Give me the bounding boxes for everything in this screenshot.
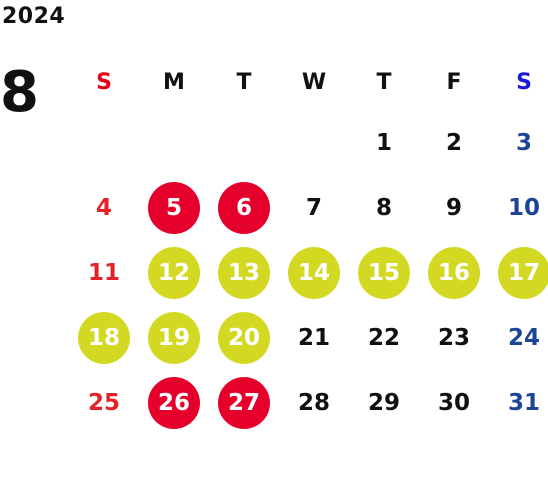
day-cell: 11 bbox=[69, 246, 139, 299]
day-number: 22 bbox=[367, 324, 400, 351]
day-cell-highlight-yellow: 15 bbox=[349, 246, 419, 299]
day-cell: 21 bbox=[279, 311, 349, 364]
day-number: 21 bbox=[297, 324, 330, 351]
day-cell: 31 bbox=[489, 376, 548, 429]
weekday-header-sunday: S bbox=[96, 69, 112, 95]
day-number: 19 bbox=[148, 311, 200, 364]
day-number: 6 bbox=[218, 181, 270, 234]
day-number: 9 bbox=[445, 194, 462, 221]
day-cell-highlight-yellow: 17 bbox=[489, 246, 548, 299]
day-cell-highlight-red: 6 bbox=[209, 181, 279, 234]
day-cell-highlight-red: 5 bbox=[139, 181, 209, 234]
day-number: 28 bbox=[297, 389, 330, 416]
day-cell: 9 bbox=[419, 181, 489, 234]
day-number: 5 bbox=[148, 181, 200, 234]
weekday-header-monday: M bbox=[163, 69, 185, 95]
day-number: 26 bbox=[148, 376, 200, 429]
day-number: 11 bbox=[87, 259, 120, 286]
day-cell: 30 bbox=[419, 376, 489, 429]
weekday-header-saturday: S bbox=[516, 69, 532, 95]
calendar-grid: S M T W T F S 1 2 3 4 5 6 7 8 9 10 11 12… bbox=[69, 60, 548, 429]
day-cell-highlight-red: 27 bbox=[209, 376, 279, 429]
day-cell-highlight-yellow: 12 bbox=[139, 246, 209, 299]
day-cell: 23 bbox=[419, 311, 489, 364]
day-number: 30 bbox=[437, 389, 470, 416]
day-cell: 28 bbox=[279, 376, 349, 429]
day-cell-highlight-yellow: 13 bbox=[209, 246, 279, 299]
day-cell-empty bbox=[69, 116, 139, 169]
weekday-header-friday: F bbox=[446, 69, 462, 95]
day-number: 2 bbox=[445, 129, 462, 156]
weekday-header-wednesday: W bbox=[301, 69, 327, 95]
day-number: 14 bbox=[288, 246, 340, 299]
day-cell: 8 bbox=[349, 181, 419, 234]
day-cell: 29 bbox=[349, 376, 419, 429]
day-cell: 25 bbox=[69, 376, 139, 429]
day-cell: 22 bbox=[349, 311, 419, 364]
day-cell: 3 bbox=[489, 116, 548, 169]
day-number: 27 bbox=[218, 376, 270, 429]
day-number: 16 bbox=[428, 246, 480, 299]
day-number: 7 bbox=[305, 194, 322, 221]
day-cell-highlight-red: 26 bbox=[139, 376, 209, 429]
day-number: 12 bbox=[148, 246, 200, 299]
day-number: 23 bbox=[437, 324, 470, 351]
day-number: 10 bbox=[507, 194, 540, 221]
day-cell: 1 bbox=[349, 116, 419, 169]
day-cell-highlight-yellow: 16 bbox=[419, 246, 489, 299]
day-number: 31 bbox=[507, 389, 540, 416]
day-cell-empty bbox=[279, 116, 349, 169]
day-cell-empty bbox=[209, 116, 279, 169]
day-number: 24 bbox=[507, 324, 540, 351]
day-number: 4 bbox=[95, 194, 112, 221]
day-cell-highlight-yellow: 14 bbox=[279, 246, 349, 299]
weekday-header-tuesday: T bbox=[236, 69, 252, 95]
calendar-month: 8 bbox=[0, 60, 39, 125]
calendar-year: 2024 bbox=[2, 4, 66, 29]
day-cell: 4 bbox=[69, 181, 139, 234]
day-number: 15 bbox=[358, 246, 410, 299]
day-cell: 2 bbox=[419, 116, 489, 169]
day-number: 1 bbox=[375, 129, 392, 156]
day-number: 8 bbox=[375, 194, 392, 221]
day-cell-empty bbox=[139, 116, 209, 169]
day-cell: 7 bbox=[279, 181, 349, 234]
day-number: 20 bbox=[218, 311, 270, 364]
day-number: 29 bbox=[367, 389, 400, 416]
day-cell: 24 bbox=[489, 311, 548, 364]
day-cell-highlight-yellow: 20 bbox=[209, 311, 279, 364]
day-number: 13 bbox=[218, 246, 270, 299]
day-number: 3 bbox=[515, 129, 532, 156]
day-cell: 10 bbox=[489, 181, 548, 234]
day-number: 18 bbox=[78, 311, 130, 364]
day-cell-highlight-yellow: 18 bbox=[69, 311, 139, 364]
day-cell-highlight-yellow: 19 bbox=[139, 311, 209, 364]
day-number: 25 bbox=[87, 389, 120, 416]
day-number: 17 bbox=[498, 246, 548, 299]
weekday-header-thursday: T bbox=[376, 69, 392, 95]
